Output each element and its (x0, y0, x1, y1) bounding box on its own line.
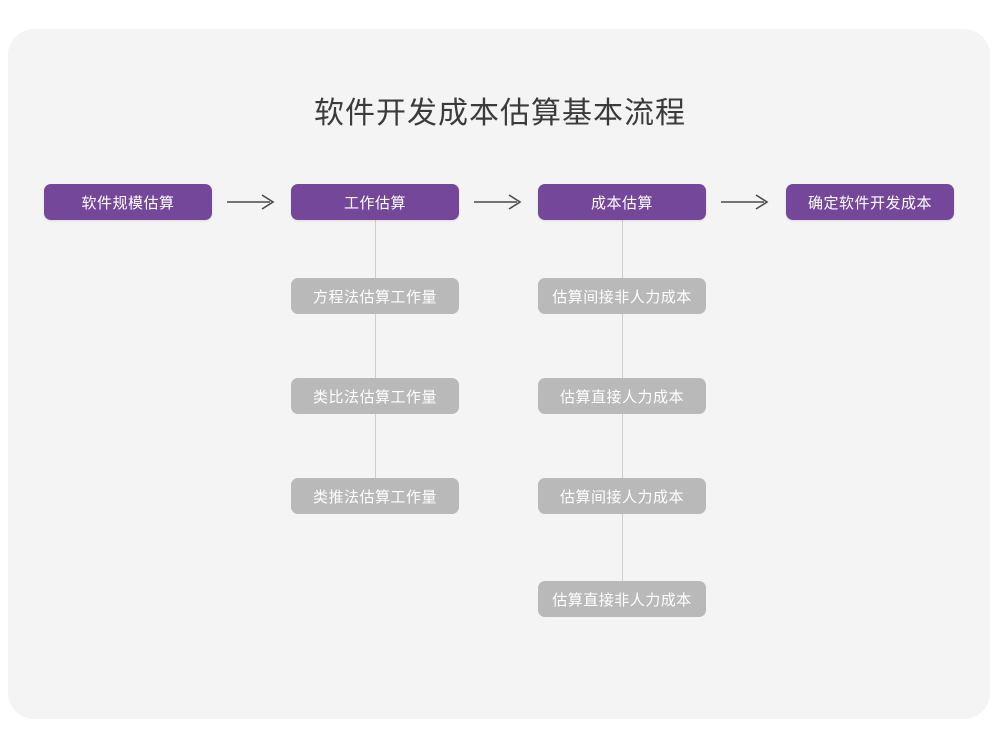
flow-arrow-2 (471, 190, 527, 214)
stage-label: 成本估算 (590, 194, 653, 212)
stage-box-effort-estimation[interactable]: 工作估算 (291, 184, 459, 220)
sub-box-equation-method-effort[interactable]: 方程法估算工作量 (291, 278, 459, 314)
stage-box-determine-development-cost[interactable]: 确定软件开发成本 (786, 184, 954, 220)
sub-box-indirect-nonlabor-cost[interactable]: 估算间接非人力成本 (538, 278, 706, 314)
sub-box-direct-nonlabor-cost[interactable]: 估算直接非人力成本 (538, 581, 706, 617)
flow-arrow-3 (718, 190, 774, 214)
sub-box-analogy-method-effort[interactable]: 类比法估算工作量 (291, 378, 459, 414)
sub-label: 类比法估算工作量 (312, 388, 437, 406)
stage-label: 确定软件开发成本 (807, 194, 932, 212)
sub-box-direct-labor-cost[interactable]: 估算直接人力成本 (538, 378, 706, 414)
sub-label: 估算直接人力成本 (559, 388, 684, 406)
stage-label: 工作估算 (343, 194, 406, 212)
sub-label: 估算直接非人力成本 (552, 591, 692, 609)
sub-label: 类推法估算工作量 (312, 488, 437, 506)
page-title: 软件开发成本估算基本流程 (314, 97, 686, 130)
sub-label: 方程法估算工作量 (312, 288, 437, 306)
sub-box-indirect-labor-cost[interactable]: 估算间接人力成本 (538, 478, 706, 514)
connector-line-stage-2 (375, 218, 376, 502)
stage-label: 软件规模估算 (81, 194, 175, 212)
flow-arrow-1 (224, 190, 280, 214)
sub-label: 估算间接人力成本 (559, 488, 684, 506)
stage-box-cost-estimation[interactable]: 成本估算 (538, 184, 706, 220)
sub-label: 估算间接非人力成本 (552, 288, 692, 306)
stage-box-software-scale-estimation[interactable]: 软件规模估算 (44, 184, 212, 220)
diagram-card (8, 29, 990, 719)
sub-box-inference-method-effort[interactable]: 类推法估算工作量 (291, 478, 459, 514)
